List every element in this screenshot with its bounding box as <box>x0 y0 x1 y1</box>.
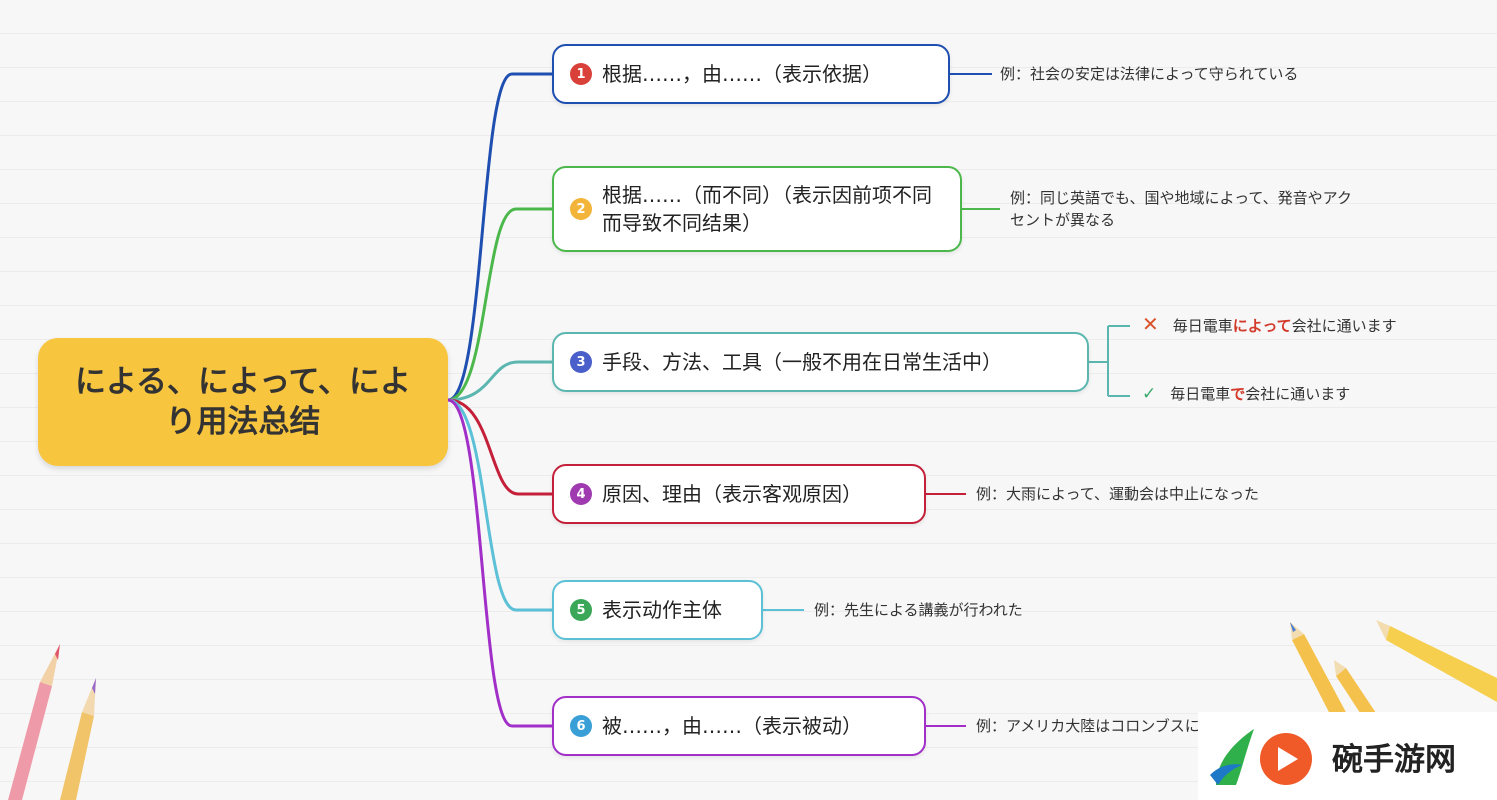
example-5: 例：先生による講義が行われた <box>814 599 1023 621</box>
example-3-right-highlight: で <box>1230 385 1245 403</box>
pencil-decoration-right <box>1290 612 1497 722</box>
number-badge-1: 1 <box>570 63 592 85</box>
example-4: 例：大雨によって、運動会は中止になった <box>976 483 1259 505</box>
example-3-right-after: 会社に通います <box>1245 385 1350 403</box>
root-topic: による、によって、により用法总结 <box>38 338 448 466</box>
branch-4: 4 原因、理由（表示客观原因） <box>552 464 926 524</box>
branch-5: 5 表示动作主体 <box>552 580 763 640</box>
number-badge-3: 3 <box>570 351 592 373</box>
branch-2-label: 根据……（而不同）（表示因前项不同而导致不同结果） <box>602 181 942 237</box>
watermark: 碗手游网 <box>1198 712 1497 800</box>
example-3-wrong-before: 毎日電車 <box>1173 317 1233 335</box>
branch-6-label: 被……，由……（表示被动） <box>602 712 862 740</box>
example-3-wrong-highlight: によって <box>1233 317 1292 335</box>
connector-branch-5 <box>448 400 552 610</box>
number-badge-6: 6 <box>570 715 592 737</box>
branch-6: 6 被……，由……（表示被动） <box>552 696 926 756</box>
watermark-logo-icon <box>1206 721 1316 791</box>
pencil-decoration-left <box>0 620 120 800</box>
example-3-right: ✓ 毎日電車で会社に通います <box>1142 383 1350 405</box>
branch-3-label: 手段、方法、工具（一般不用在日常生活中） <box>602 348 1002 376</box>
connector-branch-3 <box>448 362 552 400</box>
branch-3: 3 手段、方法、工具（一般不用在日常生活中） <box>552 332 1089 392</box>
watermark-text: 碗手游网 <box>1332 734 1456 779</box>
example-2: 例：同じ英語でも、国や地域によって、発音やアクセントが異なる <box>1010 187 1362 231</box>
number-badge-2: 2 <box>570 198 592 220</box>
number-badge-4: 4 <box>570 483 592 505</box>
branch-4-label: 原因、理由（表示客观原因） <box>602 480 862 508</box>
example-3-right-before: 毎日電車 <box>1170 385 1230 403</box>
connector-branch-1 <box>448 74 552 400</box>
branch-5-label: 表示动作主体 <box>602 596 722 624</box>
example-1: 例：社会の安定は法律によって守られている <box>1000 63 1298 85</box>
root-title: による、によって、により用法总结 <box>63 362 423 442</box>
cross-icon: ✕ <box>1142 312 1159 336</box>
check-icon: ✓ <box>1142 384 1156 404</box>
number-badge-5: 5 <box>570 599 592 621</box>
example-3-wrong: ✕ 毎日電車によって会社に通います <box>1142 313 1397 337</box>
branch-1-label: 根据……，由……（表示依据） <box>602 60 882 88</box>
example-3-wrong-after: 会社に通います <box>1292 317 1397 335</box>
branch-2: 2 根据……（而不同）（表示因前项不同而导致不同结果） <box>552 166 962 252</box>
connector-branch-6 <box>448 400 552 726</box>
branch-1: 1 根据……，由……（表示依据） <box>552 44 950 104</box>
